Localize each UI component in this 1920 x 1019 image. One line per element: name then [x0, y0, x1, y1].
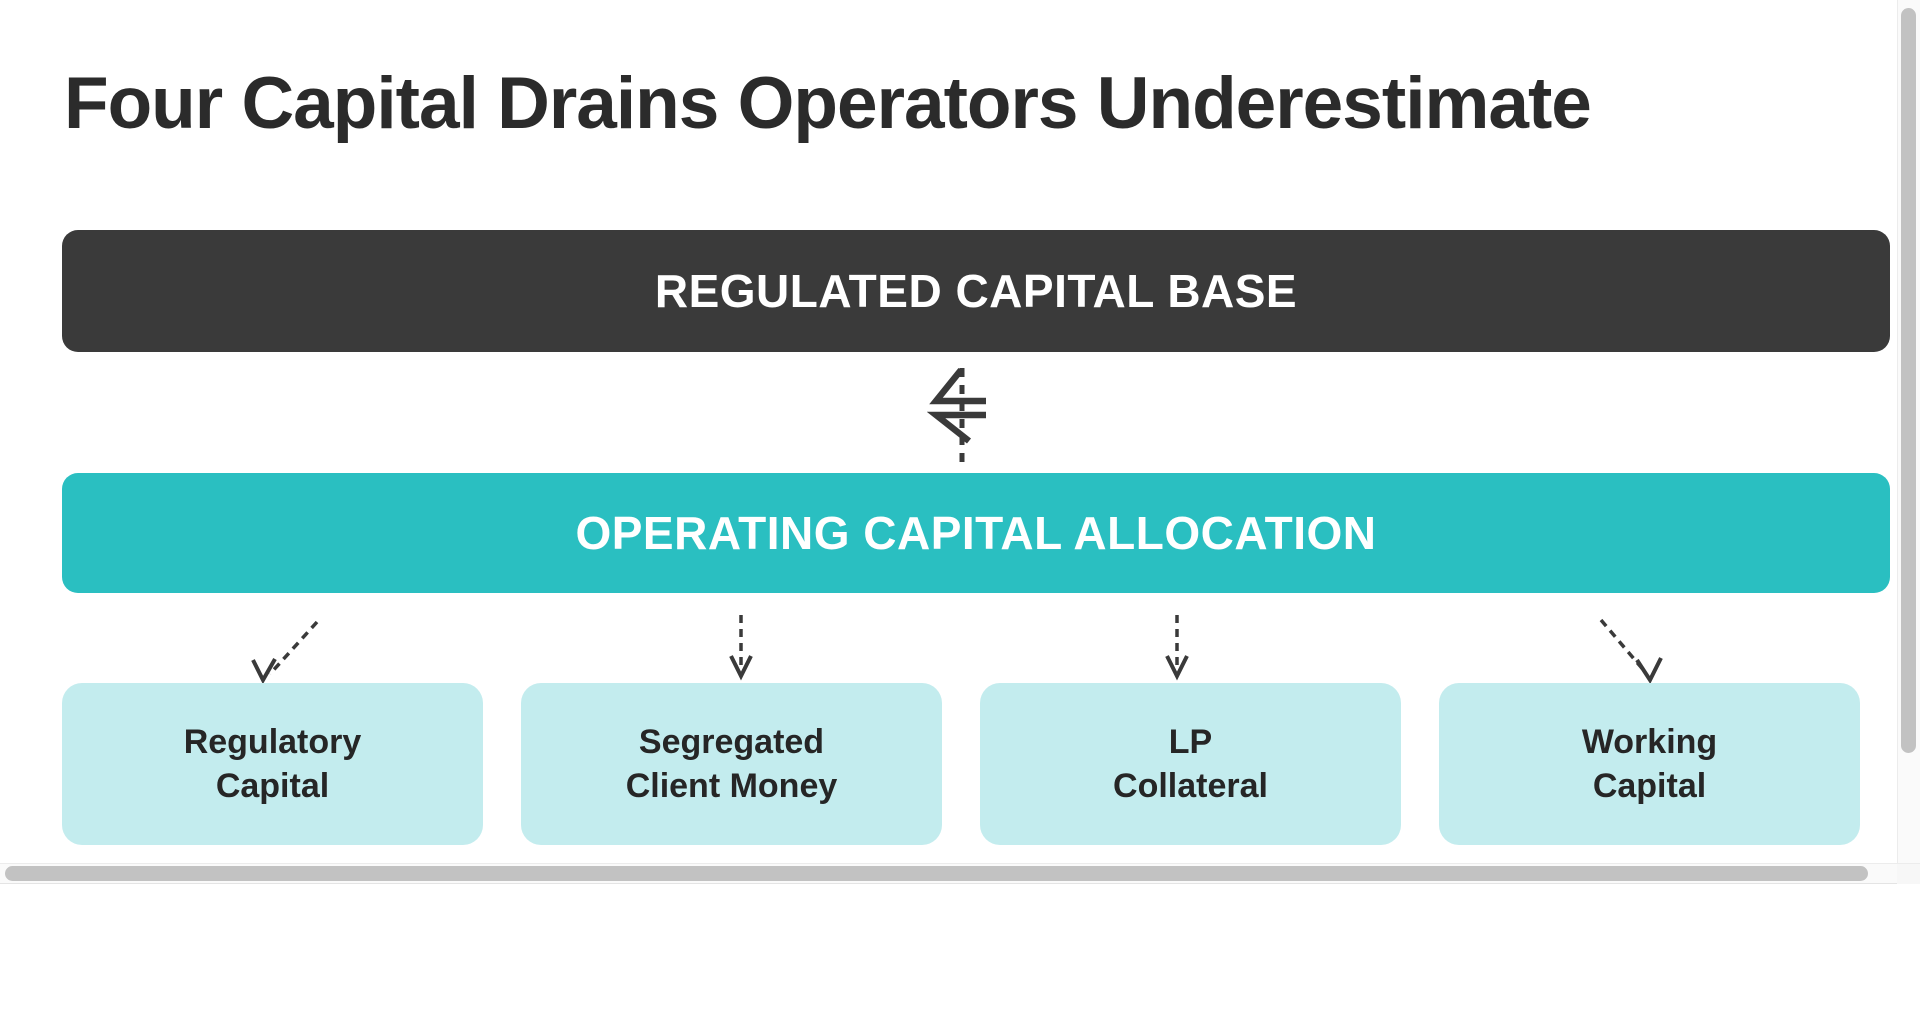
drain-box-regulatory-capital: Regulatory Capital	[62, 683, 483, 845]
diagram-canvas: Four Capital Drains Operators Underestim…	[62, 63, 1890, 845]
vertical-scrollbar[interactable]	[1897, 0, 1920, 863]
drain-label-line: Regulatory	[183, 723, 362, 761]
page-title: Four Capital Drains Operators Underestim…	[64, 63, 1592, 144]
exchange-arrow-icon	[927, 367, 986, 464]
drain-label-line: Collateral	[1113, 767, 1268, 805]
drain-box-lp-collateral: LP Collateral	[980, 683, 1401, 845]
drain-connector-arrows-icon	[251, 615, 1663, 685]
horizontal-scrollbar-thumb[interactable]	[5, 866, 1868, 881]
drain-label-line: Working	[1581, 723, 1718, 761]
drain-label-line: Capital	[1592, 767, 1707, 805]
operating-capital-allocation-node: OPERATING CAPITAL ALLOCATION	[62, 473, 1890, 593]
drain-box-working-capital: Working Capital	[1439, 683, 1860, 845]
drain-label-line: Capital	[215, 767, 330, 805]
regulated-capital-base-label: REGULATED CAPITAL BASE	[654, 265, 1298, 317]
drain-label-line: LP	[1168, 723, 1213, 761]
vertical-scrollbar-thumb[interactable]	[1901, 8, 1916, 753]
operating-capital-allocation-label: OPERATING CAPITAL ALLOCATION	[575, 507, 1377, 559]
drain-label-line: Segregated	[638, 723, 825, 761]
regulated-capital-base-node: REGULATED CAPITAL BASE	[62, 230, 1890, 352]
horizontal-scrollbar[interactable]	[0, 863, 1897, 884]
drain-label-line: Client Money	[625, 767, 838, 805]
scrollbar-corner	[1897, 863, 1920, 884]
drain-box-segregated-client-money: Segregated Client Money	[521, 683, 942, 845]
